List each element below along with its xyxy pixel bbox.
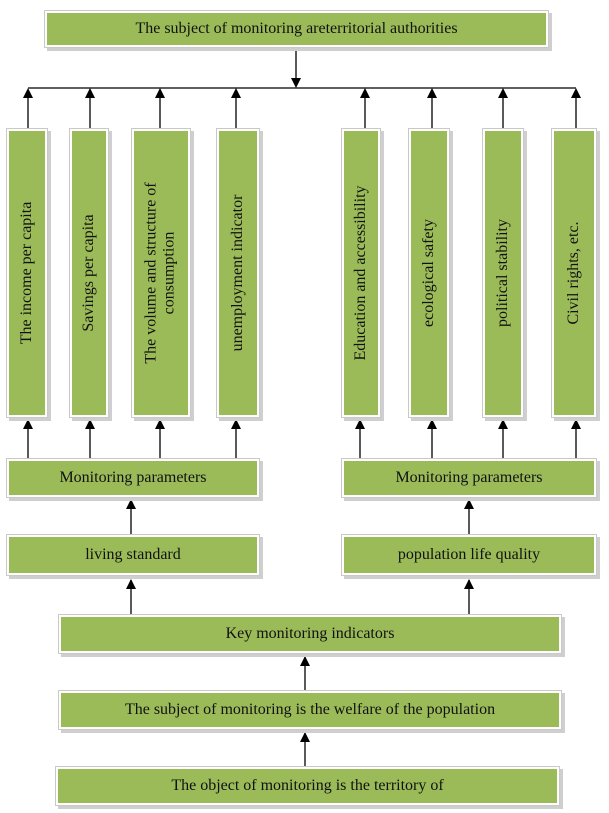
- subject-welfare-label: The subject of monitoring is the welfare…: [124, 700, 496, 718]
- key-indicators-label: Key monitoring indicators: [225, 624, 395, 642]
- box-population-life-quality: population life quality: [341, 534, 597, 576]
- box-subject-authorities: The subject of monitoring areterritorial…: [44, 10, 549, 48]
- box-object-territory: The object of monitoring is the territor…: [55, 766, 560, 806]
- box-savings-per-capita: Savings per capita: [69, 128, 109, 418]
- object-territory-label: The object of monitoring is the territor…: [171, 776, 444, 794]
- params-right-label: Monitoring parameters: [395, 468, 543, 486]
- box-monitoring-parameters-right: Monitoring parameters: [341, 458, 597, 498]
- bus-arrows: [23, 88, 581, 128]
- indicator-label: political stability: [493, 219, 511, 327]
- indicator-label: The income per capita: [17, 201, 35, 345]
- box-living-standard: living standard: [6, 534, 260, 576]
- box-subject-authorities-label: The subject of monitoring areterritorial…: [135, 19, 458, 37]
- params-left-label: Monitoring parameters: [59, 468, 207, 486]
- box-ecological-safety: ecological safety: [408, 128, 450, 418]
- indicator-label: Education and accessibility: [351, 185, 369, 361]
- box-monitoring-parameters-left: Monitoring parameters: [6, 458, 260, 498]
- box-key-monitoring-indicators: Key monitoring indicators: [58, 614, 562, 654]
- indicator-label: unemployment indicator: [228, 194, 246, 352]
- box-civil-rights: Civil rights, etc.: [551, 128, 597, 418]
- indicator-label: ecological safety: [419, 219, 437, 327]
- param-arrows: [23, 419, 581, 458]
- arrow-top-down-head: [291, 78, 301, 88]
- box-unemployment-indicator: unemployment indicator: [216, 128, 260, 418]
- box-income-per-capita: The income per capita: [6, 128, 48, 418]
- living-standard-label: living standard: [85, 545, 181, 563]
- indicator-label: The volume and structure of consumption: [142, 182, 178, 364]
- box-subject-welfare: The subject of monitoring is the welfare…: [58, 690, 562, 730]
- indicator-label: Civil rights, etc.: [564, 221, 582, 325]
- box-political-stability: political stability: [482, 128, 524, 418]
- indicator-label: Savings per capita: [79, 214, 97, 332]
- box-education-accessibility: Education and accessibility: [341, 128, 381, 418]
- box-volume-structure-consumption: The volume and structure of consumption: [131, 128, 191, 418]
- life-quality-label: population life quality: [397, 545, 541, 563]
